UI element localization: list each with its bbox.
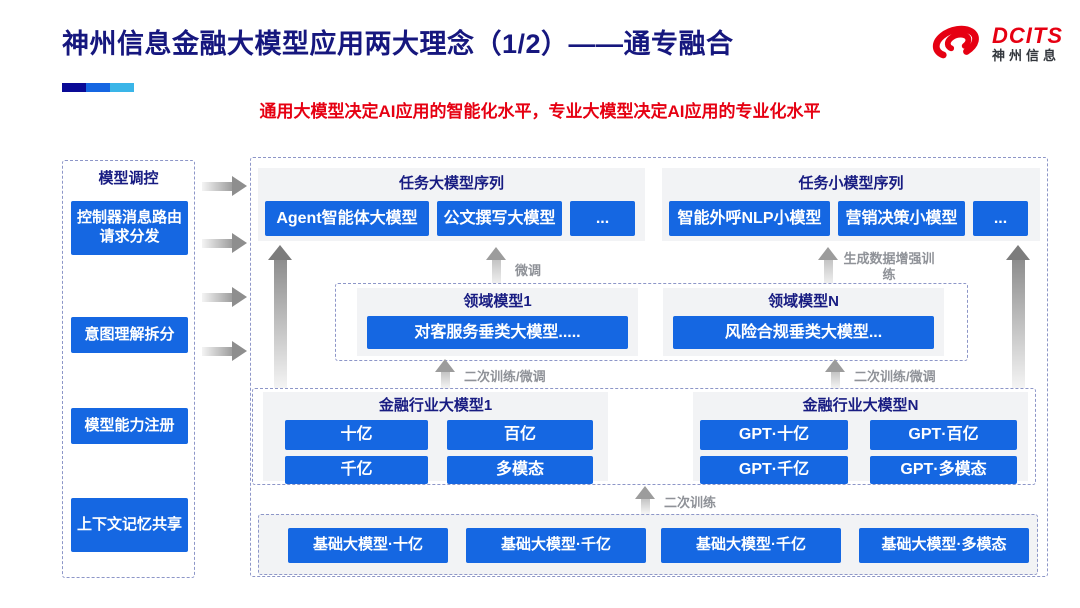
flow-arrow-right-icon	[202, 287, 247, 307]
model-chip-risk-compliance: 风险合规垂类大模型...	[673, 316, 934, 349]
model-chip-outbound-nlp: 智能外呼NLP小模型	[669, 201, 830, 236]
panel-domain-model-n: 领域模型N 风险合规垂类大模型...	[663, 288, 944, 356]
panel-title: 任务大模型序列	[398, 175, 504, 192]
model-chip-base-multimodal: 基础大模型·多模态	[859, 528, 1029, 563]
sidebar-model-control: 模型调控 控制器消息路由请求分发 意图理解拆分 模型能力注册 上下文记忆共享	[62, 160, 195, 578]
panel-industry-model-1: 金融行业大模型1 十亿 百亿 千亿 多模态	[263, 392, 608, 484]
model-chip-hundred-billion: 千亿	[285, 456, 428, 484]
panel-base-models: 基础大模型·十亿 基础大模型·千亿 基础大模型·千亿 基础大模型·多模态	[258, 514, 1038, 575]
flow-arrow-up-icon	[486, 247, 506, 287]
flow-arrow-up-icon	[825, 359, 845, 389]
model-chip-gpt-multimodal: GPT·多模态	[870, 456, 1017, 484]
model-chip-base-hundred-billion: 基础大模型·千亿	[466, 528, 646, 563]
flow-arrow-right-icon	[202, 341, 247, 361]
panel-domain-model-1: 领域模型1 对客服务垂类大模型.....	[357, 288, 638, 356]
sidebar-item-context-memory: 上下文记忆共享	[71, 498, 188, 552]
model-chip-customer-service: 对客服务垂类大模型.....	[367, 316, 628, 349]
panel-task-small-models: 任务小模型序列 智能外呼NLP小模型 营销决策小模型 ...	[662, 168, 1040, 241]
arrow-label-gen-data-training: 生成数据增强训练	[843, 251, 935, 282]
logo-brand-cn: 神州信息	[992, 48, 1061, 64]
panel-industry-model-n: 金融行业大模型N GPT·十亿 GPT·百亿 GPT·千亿 GPT·多模态	[693, 392, 1028, 484]
panel-title: 金融行业大模型N	[802, 397, 919, 414]
flow-arrow-up-tall-icon	[1006, 245, 1030, 388]
dcits-logo: DCITS 神州信息	[930, 18, 1063, 69]
panel-title: 领域模型N	[768, 293, 839, 310]
diagram-container	[250, 157, 1048, 577]
flow-arrow-up-icon	[435, 359, 455, 389]
page-subtitle: 通用大模型决定AI应用的智能化水平，专业大模型决定AI应用的专业化水平	[259, 102, 821, 121]
industry-models-container	[252, 388, 1036, 485]
flow-arrow-up-icon	[635, 486, 655, 514]
dcits-swirl-icon	[930, 18, 986, 69]
model-chip-base-hundred-billion: 基础大模型·千亿	[661, 528, 841, 563]
flow-arrow-right-icon	[202, 176, 247, 196]
model-chip-ten-billion: 百亿	[447, 420, 593, 450]
model-chip-base-billion: 基础大模型·十亿	[288, 528, 448, 563]
arrow-label-retrain: 二次训练	[664, 495, 717, 510]
model-chip-agent: Agent智能体大模型	[265, 201, 429, 236]
sidebar-item-controller-routing: 控制器消息路由请求分发	[71, 201, 188, 255]
model-chip-billion: 十亿	[285, 420, 428, 450]
accent-bar	[62, 83, 134, 92]
arrow-label-retrain-finetune: 二次训练/微调	[464, 369, 546, 384]
model-chip-gpt-hundred-billion: GPT·千亿	[700, 456, 848, 484]
page-title: 神州信息金融大模型应用两大理念（1/2）——通专融合	[62, 29, 734, 59]
panel-title: 任务小模型序列	[798, 175, 904, 192]
sidebar-item-intent-split: 意图理解拆分	[71, 317, 188, 353]
arrow-label-finetune: 微调	[515, 263, 542, 278]
sidebar-title: 模型调控	[98, 170, 159, 187]
panel-title: 领域模型1	[463, 293, 532, 310]
logo-brand: DCITS	[992, 23, 1063, 49]
arrow-label-retrain-finetune: 二次训练/微调	[854, 369, 936, 384]
model-chip-marketing-decision: 营销决策小模型	[838, 201, 965, 236]
flow-arrow-right-icon	[202, 233, 247, 253]
model-chip-gpt-ten-billion: GPT·百亿	[870, 420, 1017, 450]
model-chip-more: ...	[570, 201, 635, 236]
model-chip-gpt-billion: GPT·十亿	[700, 420, 848, 450]
model-chip-more: ...	[973, 201, 1028, 236]
flow-arrow-up-tall-icon	[268, 245, 292, 388]
panel-task-large-models: 任务大模型序列 Agent智能体大模型 公文撰写大模型 ...	[258, 168, 645, 241]
flow-arrow-up-icon	[818, 247, 838, 287]
model-chip-document-writing: 公文撰写大模型	[437, 201, 562, 236]
panel-title: 金融行业大模型1	[378, 397, 493, 414]
model-chip-multimodal: 多模态	[447, 456, 593, 484]
sidebar-item-capability-register: 模型能力注册	[71, 408, 188, 444]
